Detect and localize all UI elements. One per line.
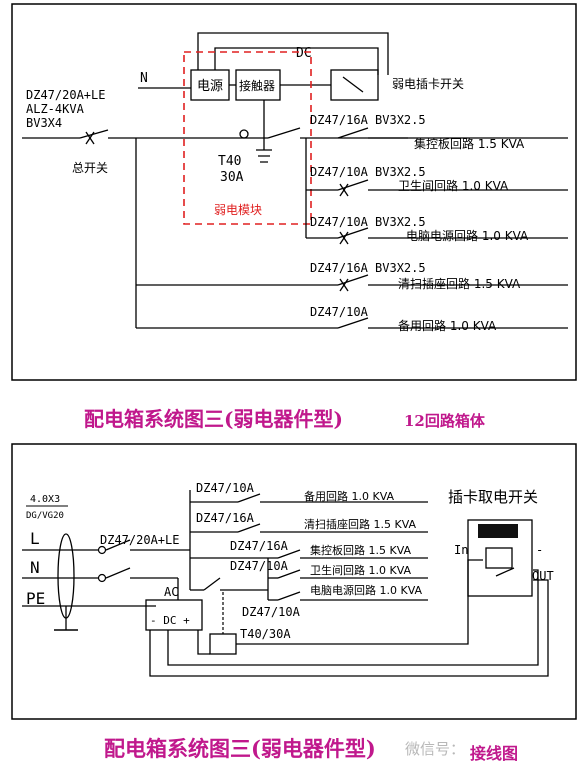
caption-1: 配电箱系统图三(弱电器件型)	[84, 407, 343, 431]
weak-module-box	[183, 51, 312, 225]
caption-1-boxes: 12回路箱体	[404, 412, 485, 430]
dc-label: DC	[296, 46, 312, 61]
ac-label: AC	[164, 585, 178, 599]
dc-loop-wire-inner	[214, 47, 379, 75]
main-breaker-spec-1: DZ47/20A+LE	[26, 88, 105, 102]
l-label: L	[30, 529, 40, 548]
t40-current-label: 30A	[220, 170, 244, 185]
card-slot-icon	[478, 524, 518, 538]
main-switch-contact	[79, 129, 109, 139]
wiring-diagram-2: 4.0X3 DG/VG20 L N PE DZ47/20A+LE DZ47/10…	[8, 440, 580, 725]
main-breaker-spec-2: ALZ-4KVA	[26, 102, 85, 116]
caption-2-wiring: 接线图	[470, 744, 519, 763]
b3-breaker-label: DZ47/16A	[230, 539, 289, 553]
t40-coil	[209, 633, 237, 655]
diagram-frame-2	[11, 443, 577, 720]
b3-label: 集控板回路 1.5 KVA	[310, 543, 412, 557]
c5-label: 备用回路 1.0 KVA	[398, 318, 497, 333]
main-breaker-2-label: DZ47/20A+LE	[100, 533, 179, 547]
return-wire	[149, 579, 549, 677]
card-out-label: OUT	[532, 569, 554, 583]
t40-contact	[267, 127, 301, 139]
card-switch-label: 弱电插卡开关	[392, 77, 464, 91]
cable-spec-1: 4.0X3	[30, 494, 60, 505]
system-diagram-1-svg: DC 电源 接触器 N 弱电插卡开关 弱电模块 DZ47/20A+LE ALZ-…	[11, 3, 577, 381]
weak-module-label: 弱电模块	[214, 203, 262, 217]
watermark: 微信号：	[405, 740, 466, 758]
card-power-switch-title: 插卡取电开关	[448, 488, 538, 506]
c3-breaker-label: DZ47/10A BV3X2.5	[310, 215, 426, 229]
card-switch-box	[330, 69, 379, 101]
main-switch-label: 总开关	[72, 161, 108, 175]
caption-2: 配电箱系统图三(弱电器件型)	[104, 736, 376, 761]
card-minus-label: -	[536, 543, 543, 557]
n-label-2: N	[30, 558, 40, 577]
n-label: N	[140, 71, 148, 86]
b2-label: 清扫插座回路 1.5 KVA	[304, 517, 417, 531]
power-label: 电源	[197, 79, 223, 94]
pe-label: PE	[26, 589, 45, 608]
b1-breaker-label: DZ47/10A	[196, 481, 255, 495]
c4-label: 清扫插座回路 1.5 KVA	[398, 276, 521, 291]
main-breaker-spec-3: BV3X4	[26, 116, 62, 130]
c2-label: 卫生间回路 1.0 KVA	[398, 178, 509, 193]
b4-label: 卫生间回路 1.0 KVA	[310, 563, 412, 577]
dc-loop-wire	[197, 32, 389, 75]
contactor-label: 接触器	[239, 78, 275, 93]
card-in-label: In	[454, 543, 468, 557]
b4-breaker-label: DZ47/10A	[230, 559, 289, 573]
wiring-diagram-2-svg: 4.0X3 DG/VG20 L N PE DZ47/20A+LE DZ47/10…	[11, 443, 577, 720]
cable-spec-2: DG/VG20	[26, 511, 64, 521]
dc-module-box	[145, 599, 203, 631]
t40-label: T40	[218, 154, 241, 169]
b5-breaker-label: DZ47/10A	[242, 605, 301, 619]
c4-breaker-label: DZ47/16A BV3X2.5	[310, 261, 426, 275]
t40-2-label: T40/30A	[240, 627, 291, 641]
c1-breaker-label: DZ47/16A BV3X2.5	[310, 113, 426, 127]
c2-breaker-label: DZ47/10A BV3X2.5	[310, 165, 426, 179]
b1-label: 备用回路 1.0 KVA	[304, 489, 395, 503]
system-diagram-1: DC 电源 接触器 N 弱电插卡开关 弱电模块 DZ47/20A+LE ALZ-…	[8, 0, 580, 392]
t40-2-contact	[203, 577, 221, 591]
c3-label: 电脑电源回路 1.0 KVA	[406, 228, 529, 243]
c5-breaker-label: DZ47/10A	[310, 305, 369, 319]
b2-breaker-label: DZ47/16A	[196, 511, 255, 525]
b5-label: 电脑电源回路 1.0 KVA	[310, 583, 423, 597]
dc-label-2: - DC +	[150, 614, 190, 627]
card-switch-contact	[342, 76, 364, 93]
card-switch-panel	[467, 519, 533, 597]
diagram-frame	[11, 3, 577, 381]
c1-label: 集控板回路 1.5 KVA	[414, 136, 525, 151]
